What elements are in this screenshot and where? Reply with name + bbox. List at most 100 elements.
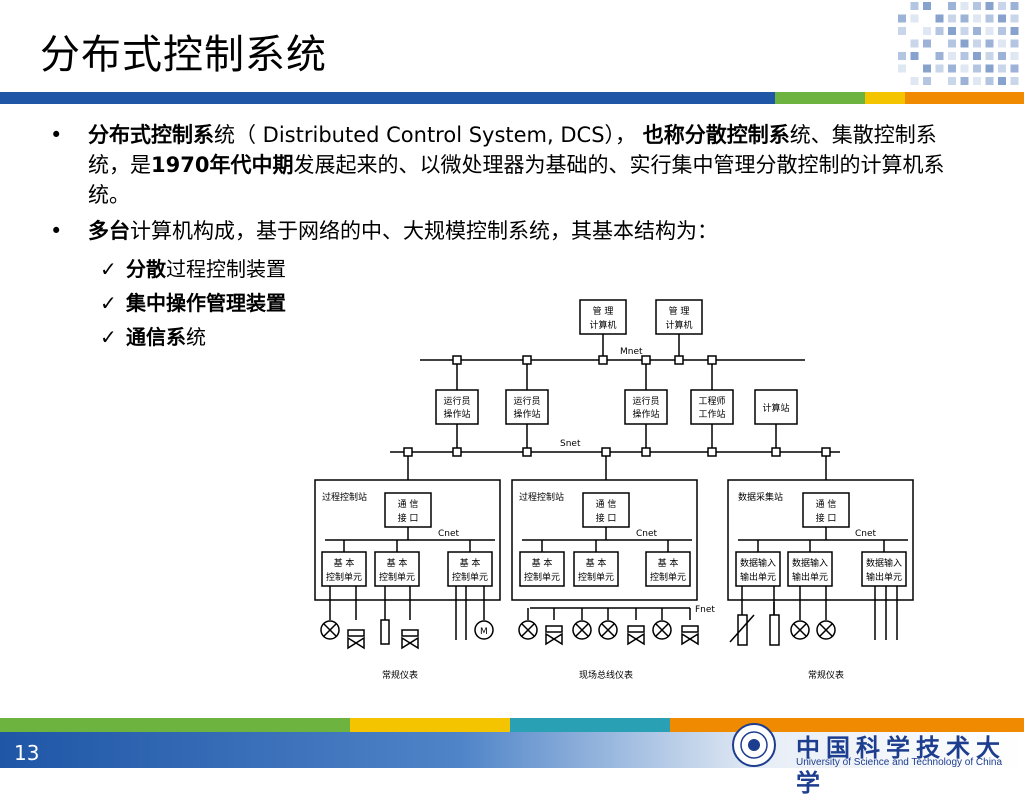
bullet-item: • 分布式控制系统（ Distributed Control System, D… <box>50 120 950 210</box>
decorative-square <box>898 14 906 23</box>
decorative-square <box>985 64 994 73</box>
bullet-bold-text: 也称分散控制系 <box>642 123 790 147</box>
decorative-square <box>923 64 931 73</box>
basic-unit-l2: 控制单元 <box>379 571 415 583</box>
basic-unit-l2: 控制单元 <box>578 571 614 583</box>
decorative-square <box>898 52 906 60</box>
station1-label: 过程控制站 <box>322 491 367 503</box>
decorative-square <box>1010 27 1019 35</box>
decorative-square <box>910 77 919 85</box>
decorative-square <box>998 27 1006 35</box>
decorative-square <box>948 52 956 60</box>
basic-unit-l2: 控制单元 <box>452 571 488 583</box>
bullet-bold-text: 多台 <box>88 219 130 243</box>
decorative-square <box>973 14 981 23</box>
decorative-square <box>910 52 919 60</box>
field-instruments: M <box>320 602 836 650</box>
sub-bullet-item: ✓ 集中操作管理装置 <box>100 286 950 320</box>
university-name-en: University of Science and Technology of … <box>796 757 1003 768</box>
bullet-dot: • <box>50 123 63 147</box>
footer-band <box>0 732 1024 768</box>
decorative-square <box>973 52 981 60</box>
comm3-line2: 接 口 <box>816 512 837 524</box>
mgmt2-line2: 计算机 <box>665 319 692 331</box>
motor-label: M <box>480 627 488 637</box>
title-divider-bar <box>0 92 1024 104</box>
decorative-square <box>985 2 994 10</box>
cnet-label-3: Cnet <box>855 529 877 539</box>
decorative-square <box>948 77 956 85</box>
decorative-square <box>973 77 981 85</box>
decorative-square <box>923 77 931 85</box>
decorative-square <box>960 39 969 48</box>
op3-line1: 运行员 <box>632 395 659 407</box>
bullet-text: 计算机构成，基于网络的中、大规模控制系统，其基本结构为： <box>130 219 718 243</box>
comm1-line1: 通 信 <box>398 498 419 510</box>
sub-bullet-bold: 集中操作管理装置 <box>126 291 286 315</box>
decorative-square <box>998 14 1006 23</box>
dcs-architecture-diagram: 管 理 计算机 管 理 计算机 Mnet 运行员 操作站 运行员 操作站 运行员… <box>314 299 914 681</box>
decorative-square <box>935 64 944 73</box>
decorative-square <box>935 27 944 35</box>
sub-bullet-item: ✓通信系统 <box>100 320 950 354</box>
op2-line1: 运行员 <box>513 395 540 407</box>
decorative-square <box>948 14 956 23</box>
fnet-label: Fnet <box>695 605 715 615</box>
op1-line2: 操作站 <box>443 408 470 420</box>
decorative-square <box>1010 52 1019 60</box>
bullet-bold-text: 分布式控制系 <box>88 123 214 147</box>
decorative-square <box>910 2 919 10</box>
decorative-square <box>948 2 956 10</box>
decorative-square <box>923 27 931 35</box>
data-acquisition-station <box>727 479 914 601</box>
basic-unit-l2: 控制单元 <box>326 571 362 583</box>
sub-bullet-bold: 分散 <box>126 257 166 281</box>
bullet-list: • 分布式控制系统（ Distributed Control System, D… <box>50 120 950 354</box>
decorative-square <box>960 2 969 10</box>
process-station-1 <box>314 479 501 601</box>
check-icon: ✓ <box>100 291 117 315</box>
decorative-square <box>948 27 956 35</box>
decorative-square <box>910 39 919 48</box>
bullet-text: 统（ Distributed Control System, DCS）， <box>214 123 643 147</box>
mgmt1-line1: 管 理 <box>593 305 614 317</box>
op3-line2: 操作站 <box>632 408 659 420</box>
decorative-square <box>998 39 1006 48</box>
basic-unit-l1: 基 本 <box>532 557 553 569</box>
conventional-instruments-label-1: 常规仪表 <box>382 669 418 681</box>
io-unit-l2: 输出单元 <box>866 571 902 583</box>
op1-line1: 运行员 <box>443 395 470 407</box>
decorative-square <box>960 52 969 60</box>
decorative-square <box>923 2 931 10</box>
decorative-square <box>960 27 969 35</box>
operator-stations <box>435 359 805 425</box>
decorative-square <box>998 64 1006 73</box>
sub-bullet-item: ✓分散过程控制装置 <box>100 252 950 286</box>
decorative-square <box>1010 39 1019 48</box>
decorative-square <box>998 52 1006 60</box>
fieldbus-instruments-label: 现场总线仪表 <box>579 669 633 681</box>
mnet-label: Mnet <box>620 347 643 357</box>
decorative-square <box>985 39 994 48</box>
io-unit-l2: 输出单元 <box>792 571 828 583</box>
station2-label: 过程控制站 <box>519 491 564 503</box>
calc-station-label: 计算站 <box>762 402 789 414</box>
bullet-text: 发展起来的、以微处理器为基础的、实行集中管理分散控制的计算机系统。 <box>88 153 945 207</box>
basic-unit-l2: 控制单元 <box>650 571 686 583</box>
bullet-item: • 多台计算机构成，基于网络的中、大规模控制系统，其基本结构为： <box>50 216 950 246</box>
sub-bullet-list: ✓分散过程控制装置 ✓ 集中操作管理装置 ✓通信系统 <box>100 252 950 354</box>
decorative-square <box>898 27 906 35</box>
university-seal-icon <box>732 723 776 767</box>
cnet-label-1: Cnet <box>438 529 460 539</box>
sub-bullet-text: 统 <box>186 325 206 349</box>
footer-color-bar <box>0 718 1024 732</box>
op2-line2: 操作站 <box>513 408 540 420</box>
decorative-square <box>973 27 981 35</box>
decorative-square <box>935 52 944 60</box>
decorative-square <box>935 14 944 23</box>
sub-bullet-text: 过程控制装置 <box>166 257 286 281</box>
eng-line2: 工作站 <box>698 408 725 420</box>
decorative-square <box>948 39 956 48</box>
basic-unit-l1: 基 本 <box>334 557 355 569</box>
decorative-square <box>973 39 981 48</box>
